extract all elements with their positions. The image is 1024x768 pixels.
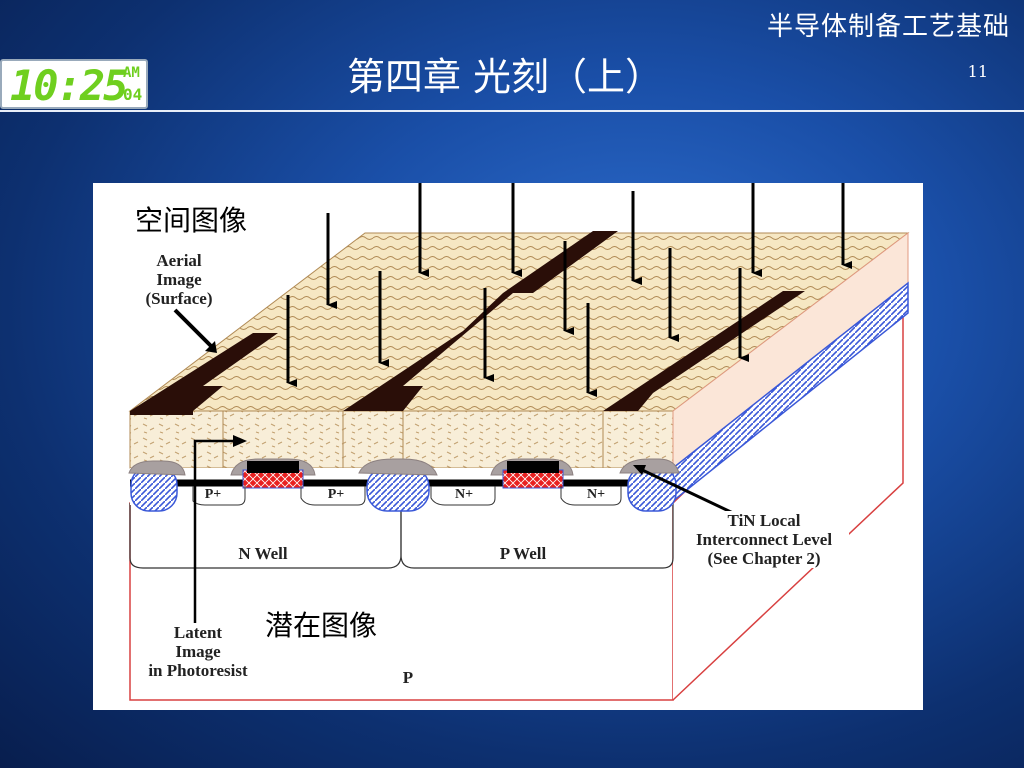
lithography-figure: 空间图像 潜在图像 Aerial Image (Surface) Latent … (93, 183, 923, 710)
latent-image-zh: 潜在图像 (265, 609, 378, 642)
n-well-label: N Well (238, 544, 288, 563)
tin-interconnect-label: TiN Local Interconnect Level (See Chapte… (679, 511, 849, 568)
course-title: 半导体制备工艺基础 (766, 12, 1010, 42)
pointer-arrow-icon (193, 439, 241, 623)
cross-section-diagram (128, 183, 910, 701)
latent-image-label: Latent Image in Photoresist (148, 623, 248, 680)
n-plus-label-1: N+ (454, 487, 474, 502)
title-divider (0, 110, 1024, 112)
clock-time: 10:25 (10, 61, 128, 110)
p-plus-label-1: P+ (204, 487, 222, 502)
aerial-image-zh: 空间图像 (135, 204, 248, 237)
aerial-image-label: Aerial Image (Surface) (145, 251, 213, 308)
pointer-arrow-icon (173, 308, 215, 350)
pointer-arrow-icon (637, 466, 734, 515)
clock-day: 04 (123, 85, 143, 104)
substrate-label: P (402, 668, 414, 687)
p-well-label: P Well (499, 544, 547, 563)
clock-ampm: AM (123, 65, 140, 81)
p-plus-label-2: P+ (327, 487, 345, 502)
chapter-title: 第四章 光刻（上） (346, 55, 664, 99)
n-plus-label-2: N+ (586, 487, 606, 502)
page-number: 11 (967, 62, 988, 81)
clock-widget[interactable]: 10:25 AM 04 (0, 59, 148, 110)
